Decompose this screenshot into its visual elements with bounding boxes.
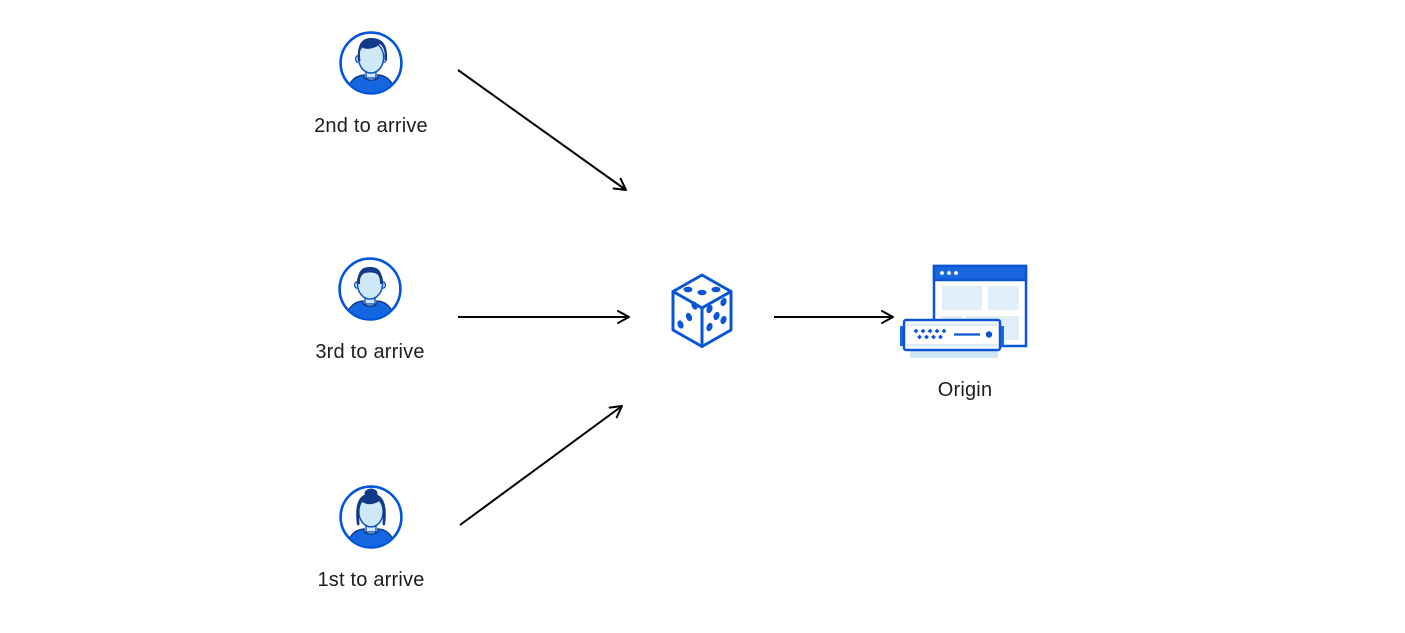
user-3rd-label: 3rd to arrive — [315, 341, 425, 363]
arrow-user-top-to-dice — [457, 69, 627, 191]
male-avatar-icon — [339, 31, 403, 95]
node-user-3rd: 3rd to arrive — [290, 256, 450, 364]
arrow-user-bottom-to-dice — [459, 405, 623, 526]
origin-server-browser-icon — [900, 264, 1028, 358]
user-2nd-label: 2nd to arrive — [314, 115, 428, 137]
node-user-2nd: 2nd to arrive — [291, 30, 451, 138]
user-1st-label: 1st to arrive — [317, 569, 425, 591]
male-avatar-icon — [338, 257, 402, 321]
node-dice — [666, 272, 738, 350]
origin-label: Origin — [937, 379, 993, 401]
node-user-1st: 1st to arrive — [291, 484, 451, 592]
dice-icon — [671, 273, 733, 348]
node-origin: Origin — [898, 264, 1032, 402]
female-avatar-icon — [339, 485, 403, 549]
